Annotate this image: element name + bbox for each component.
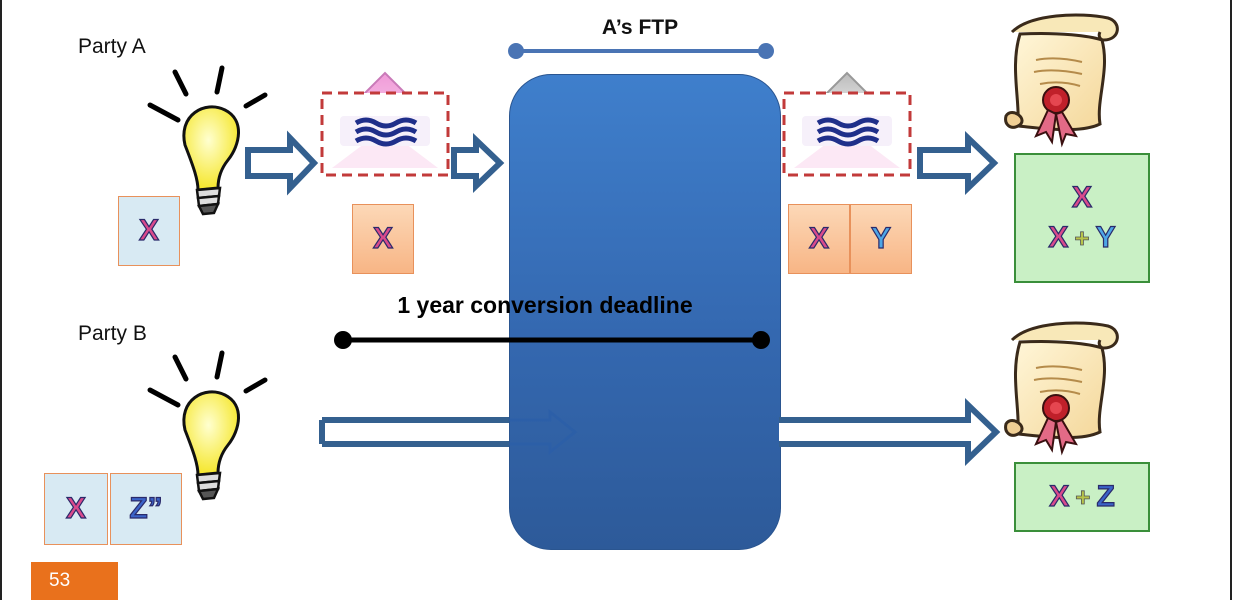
ftp-label: A’s FTP [601, 16, 679, 39]
envelope-pink-icon [322, 71, 448, 175]
claim-x: X [1071, 180, 1092, 214]
claim-z-double-prime: Z” [129, 491, 164, 525]
claim-x: X [1048, 220, 1069, 254]
page-number-badge: 53 [31, 562, 118, 600]
party-b-idea-box-x: X [44, 473, 108, 545]
claim-y: Y [870, 221, 891, 255]
envelope-grey-icon [784, 71, 910, 175]
conversion-deadline-bar [334, 331, 770, 349]
party-a-idea-box: X [118, 196, 180, 266]
claim-x: X [372, 221, 393, 255]
envelope2-claim-box-y: Y [850, 204, 912, 274]
slide-left-border [0, 0, 2, 600]
party-a-lightbulb-icon [150, 68, 265, 214]
claim-y: Y [1095, 220, 1116, 254]
claim-x: X [65, 491, 86, 525]
envelope1-claim-box: X [352, 204, 414, 274]
hollow-arrow-icon [245, 130, 319, 196]
hollow-arrow-icon [917, 130, 999, 196]
party-b-patent-box: X + Z [1014, 462, 1150, 532]
claim-x: X [1049, 479, 1070, 513]
hollow-arrow-icon [451, 132, 505, 194]
party-b-long-arrow [319, 397, 1001, 467]
envelope2-claim-box-x: X [788, 204, 850, 274]
ftp-period-bar [508, 43, 774, 59]
plus-sign: + [1074, 222, 1090, 253]
party-a-patent-scroll-icon [1004, 13, 1119, 146]
party-a-patent-box: X X + Y [1014, 153, 1150, 283]
ftp-period-block [509, 74, 781, 550]
plus-sign: + [1075, 481, 1091, 512]
party-b-idea-box-z: Z” [110, 473, 182, 545]
party-b-label: Party B [78, 322, 147, 345]
party-b-patent-scroll-icon [1004, 321, 1119, 454]
deadline-label: 1 year conversion deadline [397, 292, 693, 318]
slide-right-border [1230, 0, 1232, 600]
claim-x: X [808, 221, 829, 255]
claim-z: Z [1096, 479, 1116, 513]
party-a-label: Party A [78, 35, 146, 58]
claim-x: X [138, 213, 159, 247]
